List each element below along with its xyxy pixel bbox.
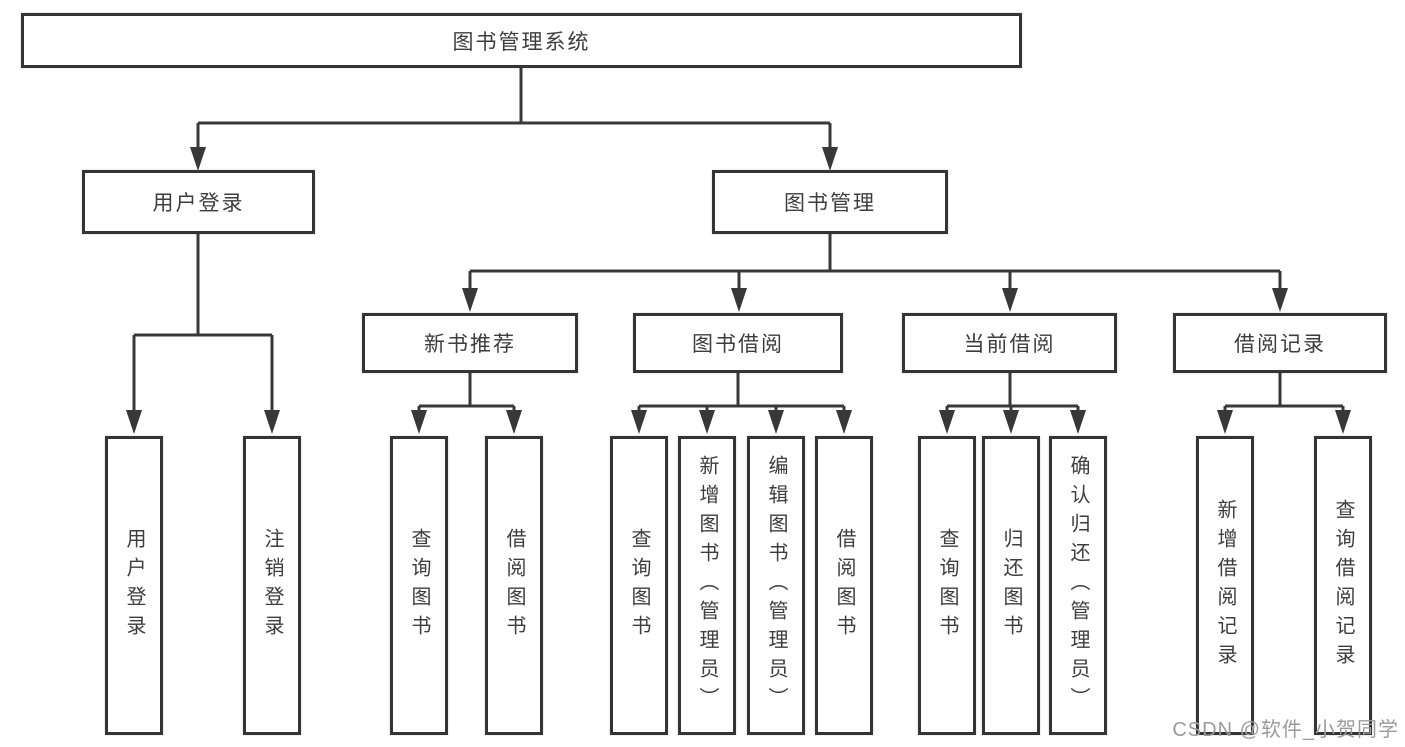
node-book-management-branch: 图书管理 bbox=[712, 170, 948, 234]
leaf-edit-book-admin: 编辑图书（管理员） bbox=[747, 436, 805, 735]
node-book-borrow-label: 图书借阅 bbox=[692, 333, 784, 356]
node-user-login-branch: 用户登录 bbox=[82, 170, 315, 234]
leaf-add-borrow-record: 新增借阅记录 bbox=[1196, 436, 1254, 735]
leaf-query-book-borrow-label: 查询图书 bbox=[628, 527, 650, 644]
node-current-borrow: 当前借阅 bbox=[902, 313, 1117, 373]
leaf-return-book-label: 归还图书 bbox=[1000, 527, 1022, 644]
node-current-borrow-label: 当前借阅 bbox=[963, 333, 1056, 356]
leaf-logout-label: 注销登录 bbox=[261, 527, 283, 644]
leaf-confirm-return-admin: 确认归还（管理员） bbox=[1049, 436, 1107, 735]
connector-user-login-to-leaves bbox=[126, 234, 280, 434]
leaf-query-borrow-record-label: 查询借阅记录 bbox=[1332, 498, 1354, 673]
connector-current-borrow-to-leaves bbox=[939, 373, 1086, 434]
leaf-user-login-label: 用户登录 bbox=[123, 527, 145, 644]
leaf-query-book-current-label: 查询图书 bbox=[936, 527, 958, 644]
node-root-library-system: 图书管理系统 bbox=[21, 13, 1022, 68]
node-borrow-records-label: 借阅记录 bbox=[1234, 333, 1326, 356]
leaf-add-book-admin: 新增图书（管理员） bbox=[678, 436, 736, 735]
connector-root-to-level2 bbox=[190, 68, 838, 171]
node-user-login-branch-label: 用户登录 bbox=[152, 192, 245, 215]
leaf-logout: 注销登录 bbox=[243, 436, 301, 735]
leaf-query-borrow-record: 查询借阅记录 bbox=[1314, 436, 1372, 735]
leaf-add-book-admin-label: 新增图书（管理员） bbox=[696, 455, 718, 716]
leaf-borrow-book-label: 借阅图书 bbox=[833, 527, 855, 644]
node-root-label: 图书管理系统 bbox=[452, 30, 591, 54]
connector-book-mgmt-to-level3 bbox=[462, 234, 1288, 312]
connector-borrow-records-to-leaves bbox=[1217, 373, 1351, 434]
leaf-query-book-borrow: 查询图书 bbox=[610, 436, 668, 735]
leaf-borrow-book-recommend-label: 借阅图书 bbox=[503, 527, 525, 644]
leaf-confirm-return-admin-label: 确认归还（管理员） bbox=[1067, 455, 1089, 716]
leaf-query-book-recommend: 查询图书 bbox=[390, 436, 448, 735]
leaf-return-book: 归还图书 bbox=[982, 436, 1040, 735]
leaf-user-login: 用户登录 bbox=[105, 436, 163, 735]
leaf-borrow-book: 借阅图书 bbox=[815, 436, 873, 735]
csdn-watermark: CSDN @软件_小贺同学 bbox=[1172, 719, 1399, 741]
leaf-query-book-recommend-label: 查询图书 bbox=[408, 527, 430, 644]
node-book-borrow: 图书借阅 bbox=[633, 313, 843, 373]
node-book-management-branch-label: 图书管理 bbox=[784, 192, 876, 215]
node-new-book-recommend-label: 新书推荐 bbox=[424, 333, 516, 356]
node-borrow-records: 借阅记录 bbox=[1173, 313, 1387, 373]
connector-new-book-to-leaves bbox=[411, 373, 522, 434]
node-new-book-recommend: 新书推荐 bbox=[362, 313, 578, 373]
leaf-query-book-current: 查询图书 bbox=[918, 436, 976, 735]
connector-book-borrow-to-leaves bbox=[631, 373, 852, 434]
leaf-borrow-book-recommend: 借阅图书 bbox=[485, 436, 543, 735]
leaf-add-borrow-record-label: 新增借阅记录 bbox=[1214, 498, 1236, 673]
leaf-edit-book-admin-label: 编辑图书（管理员） bbox=[765, 455, 787, 716]
